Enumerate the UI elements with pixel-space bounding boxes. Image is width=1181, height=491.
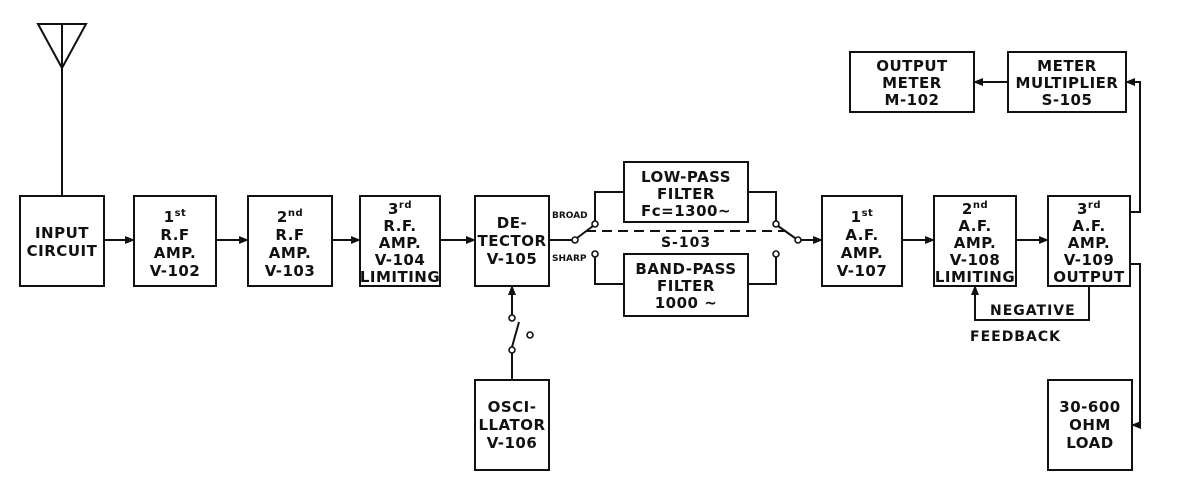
antenna-icon [36,23,88,196]
svg-text:V-104: V-104 [375,251,426,269]
svg-text:R.F.: R.F. [383,217,416,235]
svg-text:OSCI-: OSCI- [488,398,537,416]
svg-text:LIMITING: LIMITING [360,268,440,286]
svg-text:A.F.: A.F. [1072,217,1105,235]
svg-text:METER: METER [882,74,942,92]
svg-text:CIRCUIT: CIRCUIT [27,242,98,260]
detector-block: DE- TECTOR V-105 [474,195,550,287]
load-path [1130,263,1141,429]
svg-text:Fc=1300~: Fc=1300~ [641,202,731,220]
svg-text:V-102: V-102 [150,262,201,280]
broad-label: BROAD [552,211,588,221]
svg-text:AMP.: AMP. [154,244,196,262]
svg-text:AMP.: AMP. [841,244,883,262]
svg-text:DE-: DE- [497,214,527,232]
svg-text:V-109: V-109 [1064,251,1115,269]
svg-text:AMP.: AMP. [1068,234,1110,252]
svg-text:LLATOR: LLATOR [478,416,545,434]
low-pass-filter-block: LOW-PASS FILTER Fc=1300~ [623,161,749,223]
svg-text:V-105: V-105 [487,250,538,268]
output-meter-block: OUTPUT METER M-102 [849,51,975,113]
meter-multiplier-block: METER MULTIPLIER S-105 [1007,51,1127,113]
rf-amp-2-block: 2nd R.F AMP. V-103 [247,195,333,287]
af-amp-1-block: 1st A.F. AMP. V-107 [821,195,903,287]
svg-text:LOW-PASS: LOW-PASS [641,168,731,186]
sharp-label: SHARP [552,254,587,264]
oscillator-switch [508,285,534,380]
svg-text:TECTOR: TECTOR [477,232,546,250]
svg-text:INPUT: INPUT [35,224,89,242]
svg-text:AMP.: AMP. [954,234,996,252]
filter-switch-s103 [549,191,823,285]
svg-text:FILTER: FILTER [657,185,715,203]
input-circuit-block: INPUT CIRCUIT [19,195,105,287]
rf-amp-1-block: 1st R.F AMP. V-102 [133,195,217,287]
svg-text:R.F: R.F [275,226,304,244]
svg-text:BAND-PASS: BAND-PASS [635,260,736,278]
svg-text:METER: METER [1037,57,1097,75]
svg-text:FILTER: FILTER [657,277,715,295]
svg-text:A.F.: A.F. [845,226,878,244]
negative-label: NEGATIVE [990,303,1076,319]
band-pass-filter-block: BAND-PASS FILTER 1000 ~ [623,253,749,317]
switch-label: S-103 [661,235,711,251]
svg-text:R.F: R.F [160,226,189,244]
svg-text:V-107: V-107 [837,262,888,280]
svg-text:AMP.: AMP. [269,244,311,262]
svg-text:S-105: S-105 [1042,91,1093,109]
svg-text:30-600: 30-600 [1059,398,1120,416]
svg-text:V-106: V-106 [487,434,538,452]
svg-text:MULTIPLIER: MULTIPLIER [1016,74,1119,92]
svg-text:V-103: V-103 [265,262,316,280]
oscillator-block: OSCI- LLATOR V-106 [474,379,550,471]
svg-text:V-108: V-108 [950,251,1001,269]
meter-path [973,78,1141,213]
svg-text:1000 ~: 1000 ~ [655,294,718,312]
svg-text:AMP.: AMP. [379,234,421,252]
svg-text:LOAD: LOAD [1066,434,1113,452]
svg-text:M-102: M-102 [885,91,940,109]
svg-text:OUTPUT: OUTPUT [1053,268,1125,286]
af-amp-3-block: 3rd A.F. AMP. V-109 OUTPUT [1047,195,1131,287]
rf-amp-3-block: 3rd R.F. AMP. V-104 LIMITING [359,195,441,287]
feedback-label: FEEDBACK [970,329,1061,345]
load-block: 30-600 OHM LOAD [1047,379,1133,471]
af-amp-2-block: 2nd A.F. AMP. V-108 LIMITING [933,195,1017,287]
svg-text:LIMITING: LIMITING [935,268,1015,286]
svg-text:A.F.: A.F. [958,217,991,235]
svg-text:OHM: OHM [1069,416,1111,434]
svg-text:OUTPUT: OUTPUT [876,57,948,75]
negative-feedback-path [971,285,1090,321]
